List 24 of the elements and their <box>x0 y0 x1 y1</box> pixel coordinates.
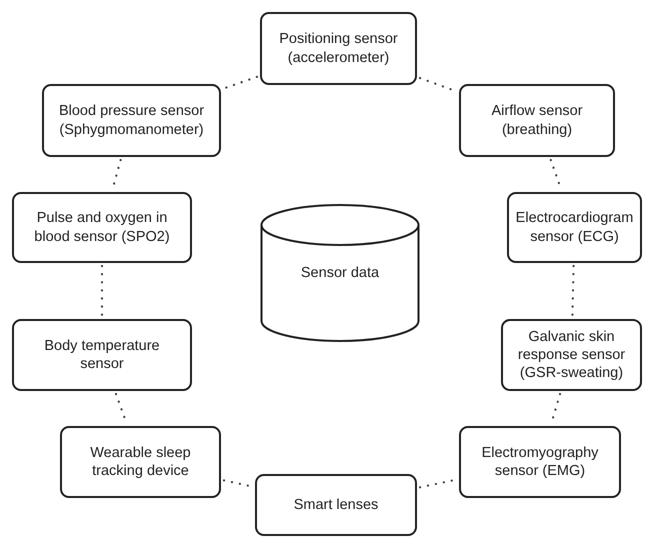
sensor-box <box>507 192 642 263</box>
node-label: Smart lenses <box>294 496 378 514</box>
sensor-box <box>60 426 221 498</box>
node-label: Electromyography sensor (EMG) <box>480 444 600 480</box>
sensor-box <box>459 426 621 498</box>
node-label: Blood pressure sensor (Sphygmomanometer) <box>58 102 206 139</box>
sensor-box <box>501 319 642 391</box>
node-label: Electrocardiogram sensor (ECG) <box>516 209 634 246</box>
dotted-connector <box>222 76 258 90</box>
node-label: Sensor data <box>300 264 380 282</box>
sensor-box <box>12 192 192 263</box>
sensor-box <box>260 12 417 85</box>
sensor-box <box>42 84 221 157</box>
sensor-box <box>255 474 417 536</box>
node-label: Wearable sleep tracking device <box>89 444 192 480</box>
dotted-connector <box>100 264 104 318</box>
node-label: Positioning sensor (accelerometer) <box>278 30 399 67</box>
node-label: Galvanic skin response sensor (GSR-sweating) <box>516 328 626 382</box>
sensor-box <box>459 84 615 157</box>
node-label: Pulse and oxygen in blood sensor (SPO2) <box>33 209 171 246</box>
node-label: Body temperature sensor <box>43 336 161 374</box>
dotted-connector <box>571 264 575 318</box>
sensor-box <box>12 319 192 391</box>
node-label: Airflow sensor (breathing) <box>490 102 584 139</box>
